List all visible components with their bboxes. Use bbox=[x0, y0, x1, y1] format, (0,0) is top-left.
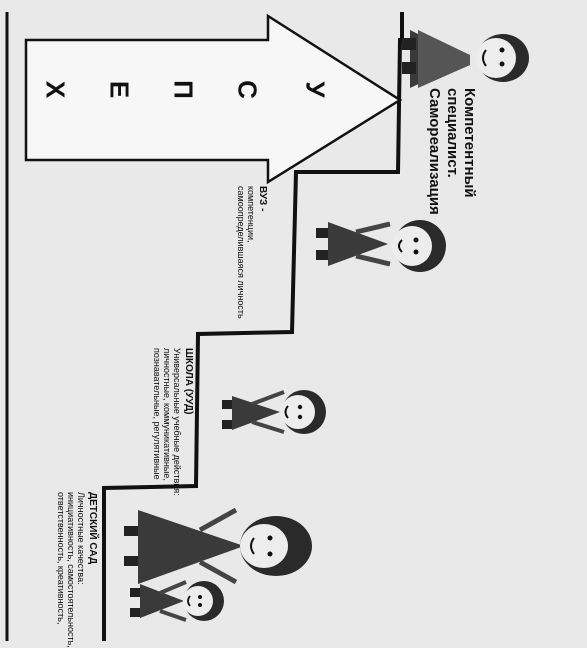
label-kindergarten: ДЕТСКИЙ САД Личностные качества: инициат… bbox=[55, 492, 98, 648]
success-arrow bbox=[24, 13, 403, 185]
person-specialist bbox=[402, 30, 529, 88]
label-specialist: Компетентный специалист. Самореализация bbox=[426, 88, 479, 215]
label-specialist-line-3: Самореализация bbox=[426, 88, 444, 215]
label-university-line-2: компетенции, bbox=[246, 186, 257, 243]
arrow-letter-3: П bbox=[168, 80, 199, 99]
label-school-line-3: личностные, коммуникативные, bbox=[162, 348, 173, 481]
label-school-line-2: Универсальные учебные действия: bbox=[172, 348, 183, 496]
staircase-line bbox=[102, 12, 404, 641]
arrow-letter-1: У bbox=[300, 81, 331, 98]
arrow-letter-4: Е bbox=[104, 80, 135, 99]
label-university-line-3: самоопределившаяся личность bbox=[236, 186, 247, 319]
label-school-line-4: познавательные, регулятивные bbox=[151, 348, 162, 480]
label-kindergarten-line-2: Личностные качества: bbox=[76, 492, 87, 585]
arrow-letter-2: С bbox=[232, 80, 263, 99]
person-university-student bbox=[316, 220, 446, 272]
label-specialist-line-1: Компетентный bbox=[461, 88, 478, 198]
arrow-letter-5: Х bbox=[40, 80, 71, 99]
label-specialist-line-2: специалист. bbox=[443, 88, 461, 178]
label-school: ШКОЛА (УУД) Универсальные учебные действ… bbox=[151, 348, 194, 496]
person-child bbox=[130, 580, 224, 622]
label-kindergarten-line-3: инициативность, самостоятельность, bbox=[66, 492, 77, 648]
label-school-line-1: ШКОЛА (УУД) bbox=[183, 348, 194, 415]
person-adult-teacher bbox=[124, 507, 312, 585]
label-university-line-1: ВУЗ - bbox=[257, 186, 268, 212]
label-kindergarten-line-4: ответственность, креативность, bbox=[55, 492, 66, 625]
label-kindergarten-line-1: ДЕТСКИЙ САД bbox=[87, 492, 98, 565]
person-school-pupil bbox=[222, 390, 326, 434]
label-university: ВУЗ - компетенции, самоопределившаяся ли… bbox=[236, 186, 268, 319]
